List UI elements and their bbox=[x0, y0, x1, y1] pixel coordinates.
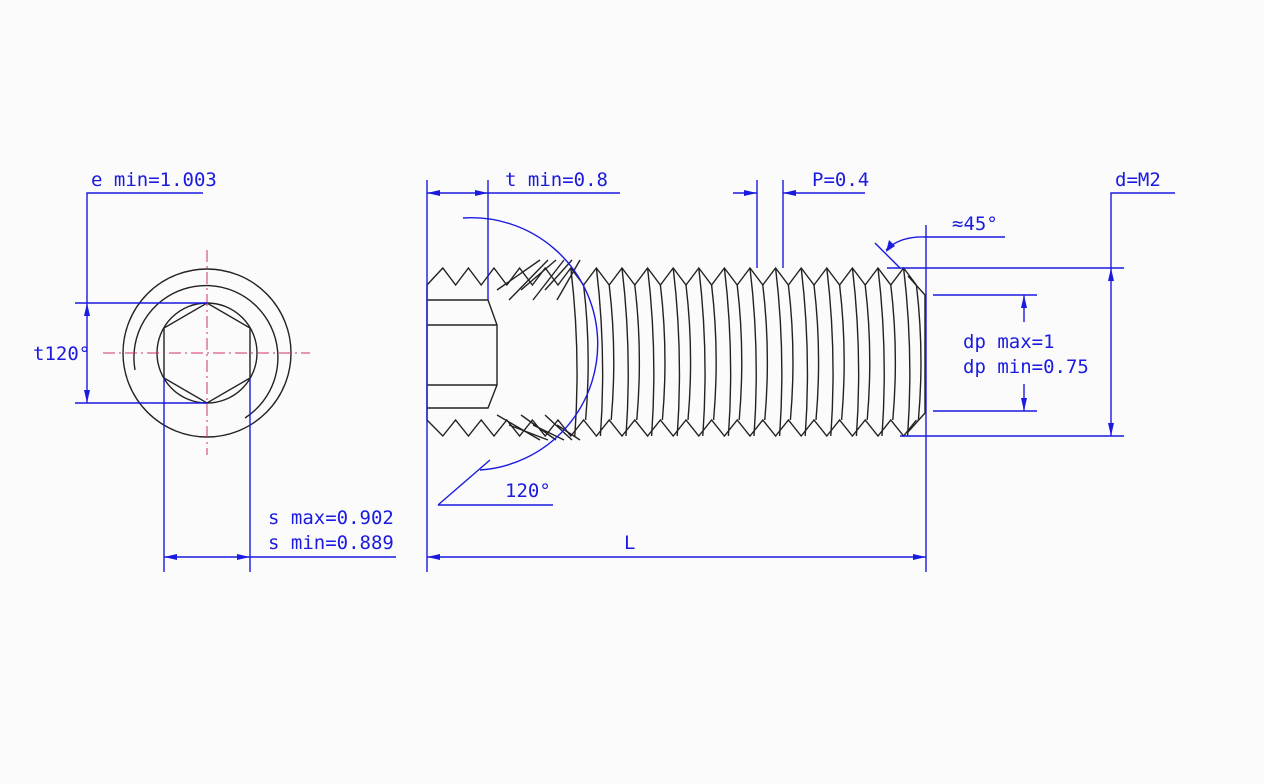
thread-flank bbox=[826, 267, 845, 437]
section-hatching bbox=[496, 259, 581, 441]
thread-flank bbox=[800, 267, 820, 437]
thread-flanks bbox=[570, 267, 922, 437]
hatch-line bbox=[532, 424, 565, 441]
cone-point bbox=[907, 275, 926, 433]
hatch-line bbox=[544, 414, 573, 441]
thread-flank bbox=[877, 267, 897, 437]
hatch-line bbox=[556, 259, 581, 301]
thread-profile-bottom bbox=[426, 418, 917, 438]
thread-flank bbox=[902, 267, 922, 437]
thread-profile-top bbox=[426, 266, 917, 287]
cone-angle-label: 120° bbox=[505, 480, 551, 502]
hatch-line bbox=[508, 259, 549, 301]
thread-flank bbox=[595, 267, 615, 437]
t-min-label: t min=0.8 bbox=[505, 169, 608, 191]
dp-max-label: dp max=1 bbox=[963, 331, 1055, 353]
thread-flank bbox=[621, 267, 641, 437]
hex-socket-section bbox=[427, 299, 498, 409]
pitch-label: P=0.4 bbox=[812, 169, 869, 191]
side-view: t min=0.8 120° P=0.4 ≈45° d=M2 bbox=[426, 169, 1175, 572]
e-min-label: e min=1.003 bbox=[91, 169, 217, 191]
end-view: e min=1.003 t120° s max=0.902 s min=0.88… bbox=[33, 169, 396, 572]
dp-min-label: dp min=0.75 bbox=[963, 356, 1089, 378]
chamfer-angle-label: ≈45° bbox=[952, 213, 998, 235]
thread-flank bbox=[698, 267, 717, 437]
s-min-label: s min=0.889 bbox=[268, 532, 394, 554]
hatch-line bbox=[520, 259, 557, 291]
thread-flank bbox=[851, 267, 871, 437]
thread-flank bbox=[646, 267, 666, 437]
thread-flank bbox=[774, 267, 794, 437]
hatch-line bbox=[532, 259, 565, 301]
hatch-line bbox=[544, 259, 573, 291]
d-label: d=M2 bbox=[1115, 169, 1161, 191]
thread-root-arc bbox=[133, 284, 279, 419]
thread-flank bbox=[723, 267, 743, 437]
t-angle-label: t120° bbox=[33, 343, 90, 365]
cone-angle-arc bbox=[462, 217, 599, 471]
thread-flank bbox=[570, 267, 589, 437]
hatch-line bbox=[496, 414, 541, 441]
s-max-label: s max=0.902 bbox=[268, 507, 394, 529]
thread-flank bbox=[749, 267, 769, 437]
hatch-line bbox=[496, 259, 541, 291]
hatch-line bbox=[556, 424, 581, 441]
hatch-line bbox=[508, 424, 549, 441]
length-label: L bbox=[624, 532, 635, 554]
thread-flank bbox=[672, 267, 692, 437]
